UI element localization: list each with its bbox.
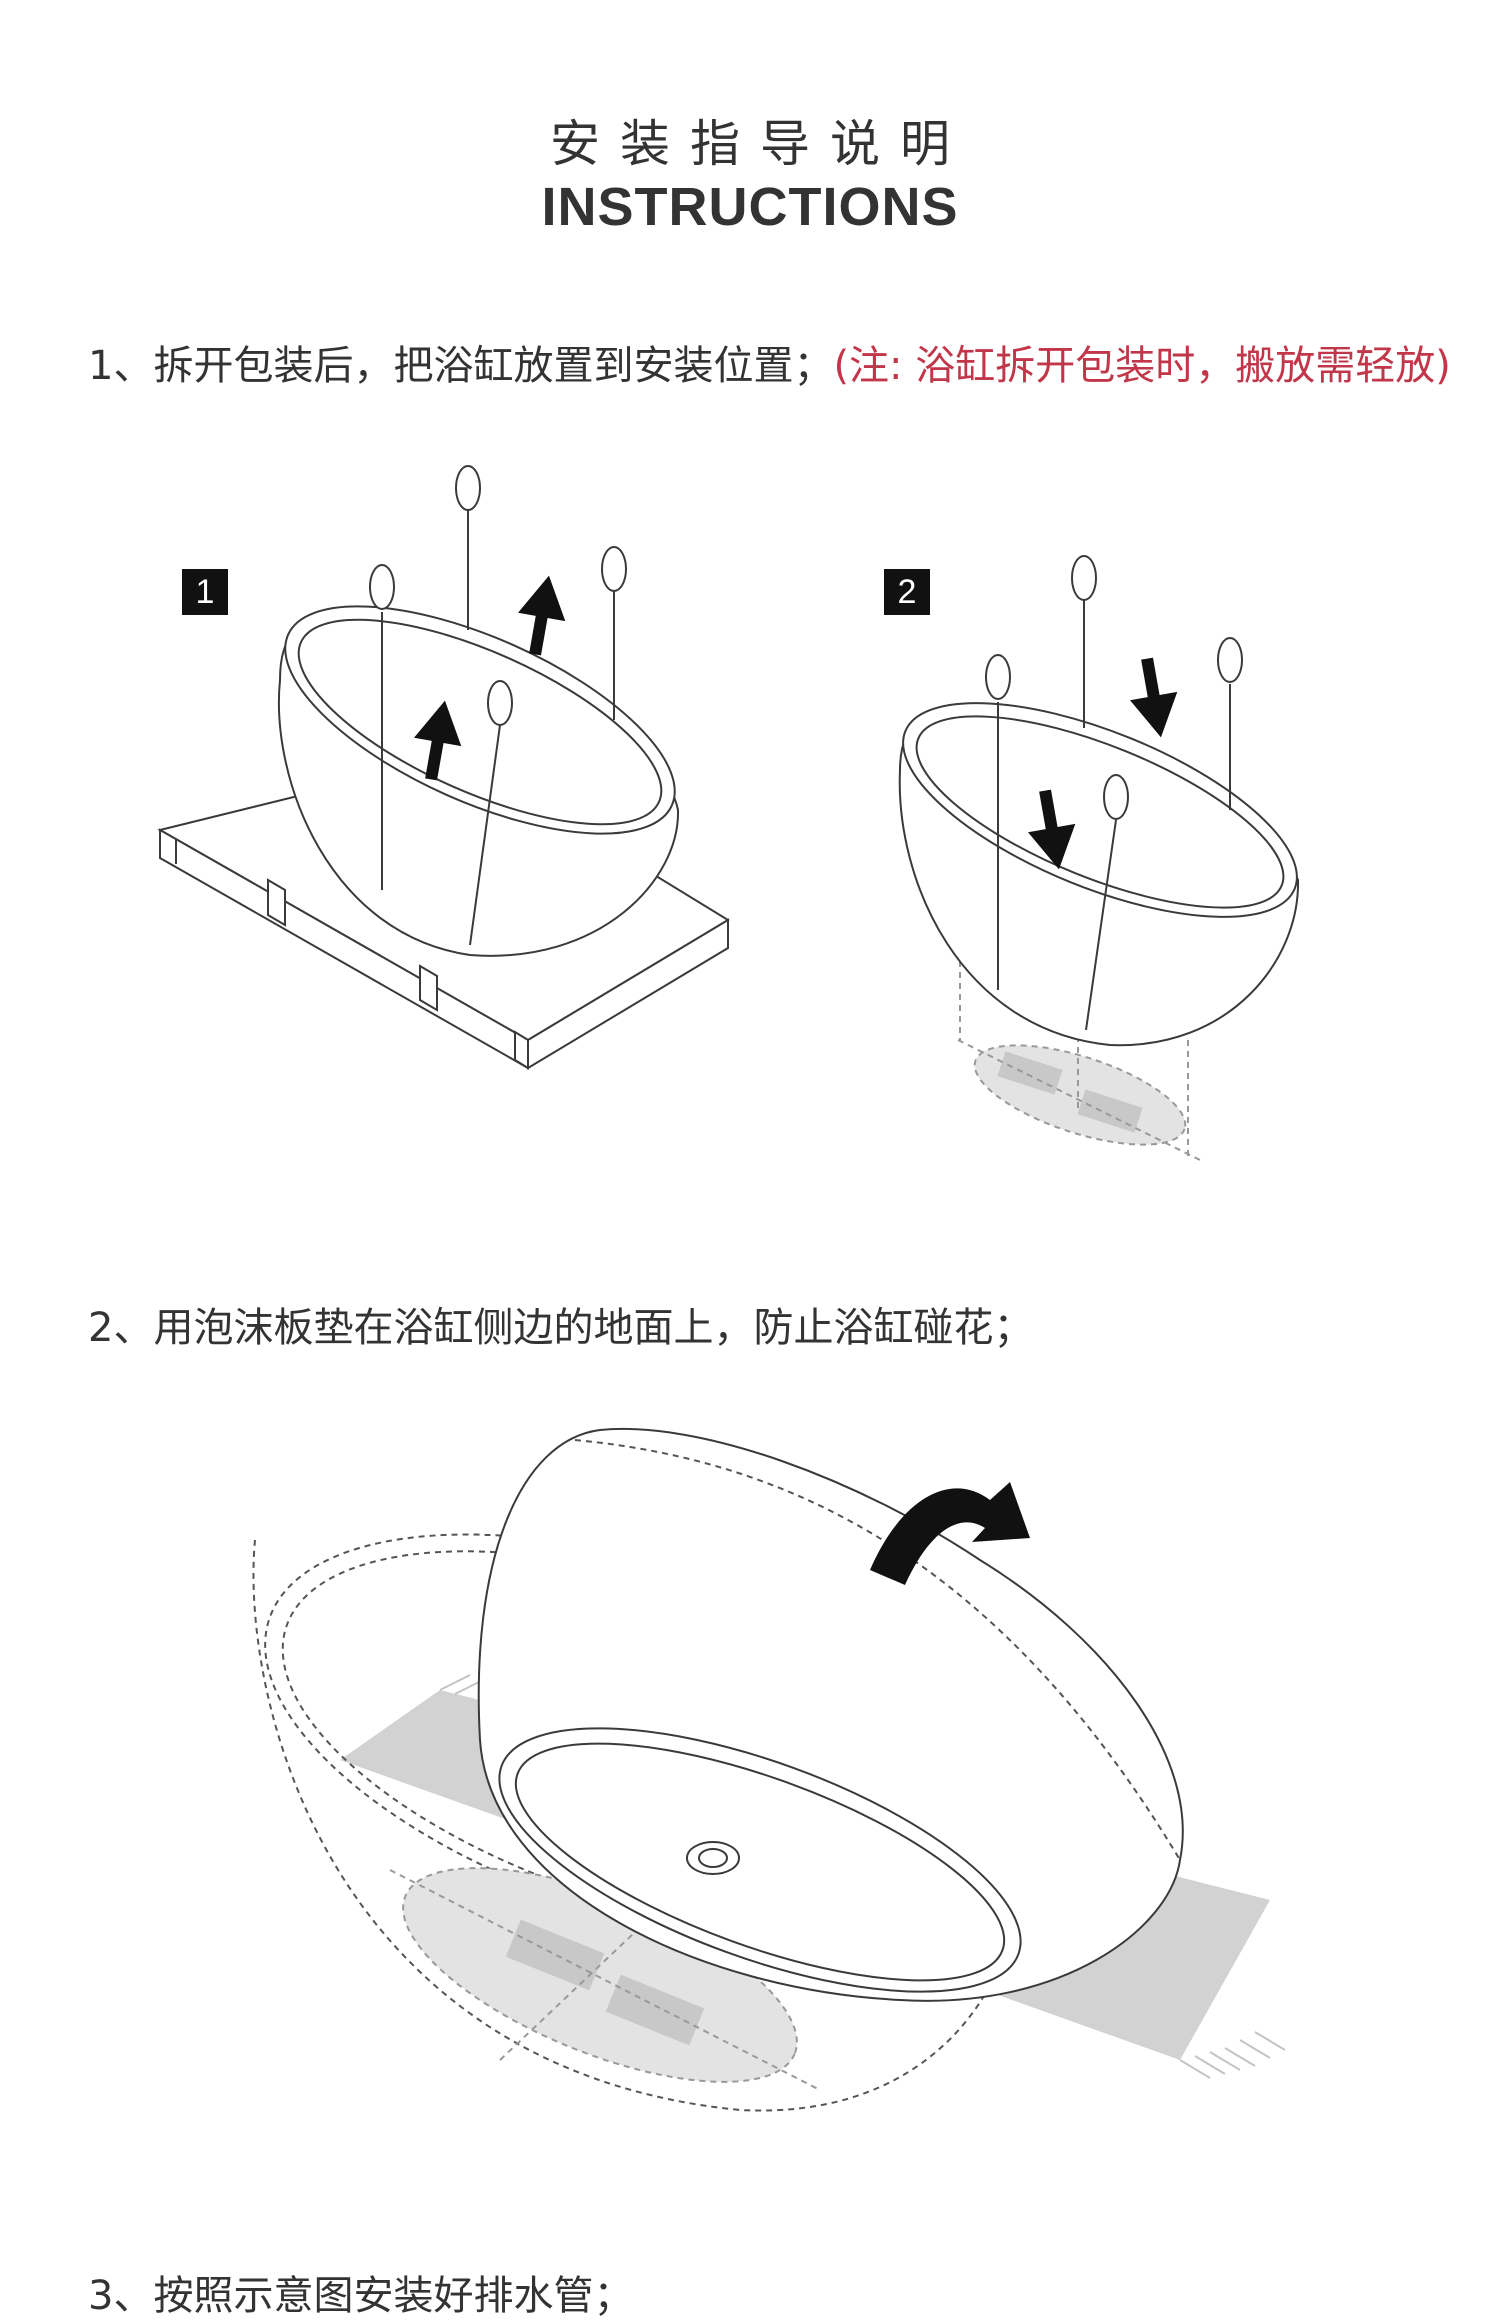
strap-loop-icon — [487, 680, 513, 726]
page-title-english: INSTRUCTIONS — [541, 177, 959, 237]
step-1-note: (注: 浴缸拆开包装时，搬放需轻放) — [833, 343, 1451, 389]
arrow-down-icon — [1130, 657, 1178, 738]
illustration-badge-2: 2 — [884, 569, 930, 615]
page-header: 安装指导说明 INSTRUCTIONS — [0, 112, 1500, 238]
bathtub-1-icon — [278, 510, 680, 957]
illustration-badge-1: 1 — [182, 569, 228, 615]
drain-inner-icon — [698, 1848, 728, 1868]
arrow-up-icon — [518, 575, 566, 656]
illustration-tip-tub — [252, 1428, 1286, 2112]
step-2-text: 2、用泡沫板垫在浴缸侧边的地面上，防止浴缸碰花； — [88, 1302, 1033, 1354]
strap-loop-icon — [601, 546, 627, 592]
flip-arrow-icon — [870, 1482, 1030, 1585]
bathtub-2-icon — [898, 600, 1300, 1047]
page-title-chinese: 安装指导说明 — [550, 115, 970, 173]
step-2-instruction: 2、用泡沫板垫在浴缸侧边的地面上，防止浴缸碰花； — [88, 1305, 1034, 1351]
strap-loop-icon — [1103, 774, 1129, 820]
strap-loop-icon — [369, 564, 395, 610]
strap-loop-icon — [1217, 637, 1243, 683]
drain-icon — [686, 1841, 740, 1875]
strap-loop-icon — [455, 465, 481, 511]
illustration-lift-tub — [157, 465, 730, 1070]
strap-loop-icon — [985, 654, 1011, 700]
step-3-text: 3、按照示意图安装好排水管； — [88, 2270, 633, 2322]
arrow-up-icon — [414, 700, 462, 781]
step-3-instruction: 3、按照示意图安装好排水管； — [88, 2273, 634, 2319]
step-1-text: 1、拆开包装后，把浴缸放置到安装位置；(注: 浴缸拆开包装时，搬放需轻放) — [88, 340, 1451, 392]
strap-loop-icon — [1071, 555, 1097, 601]
bathtub-3-tipped-icon — [477, 1428, 1184, 2002]
illustration-place-tub — [898, 555, 1300, 1161]
arrow-down-icon — [1028, 789, 1076, 870]
step-1-instruction: 1、拆开包装后，把浴缸放置到安装位置； — [88, 343, 834, 389]
